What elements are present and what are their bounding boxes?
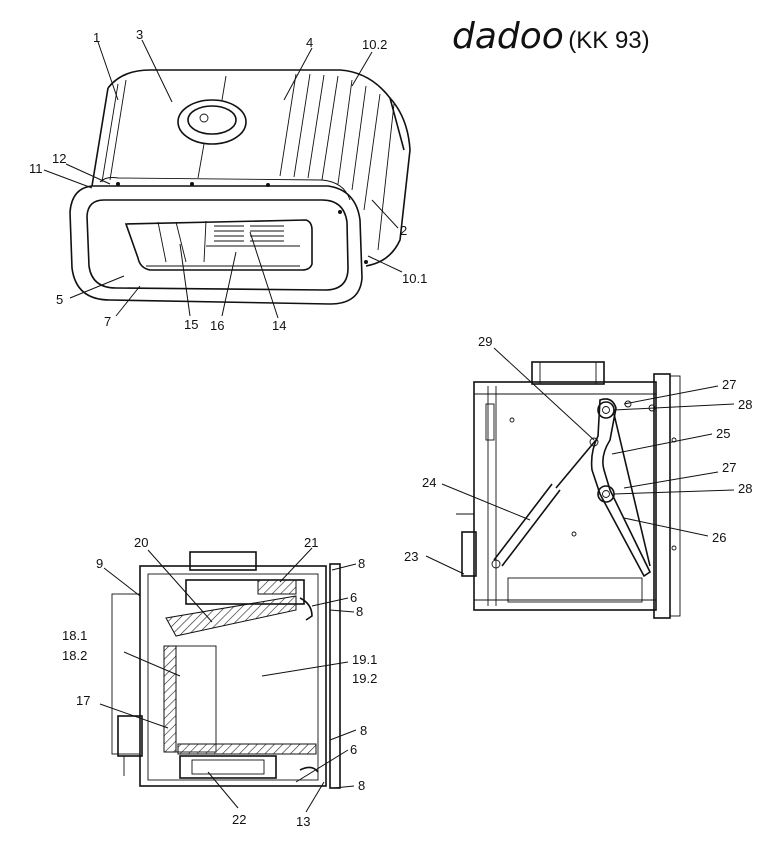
door-hinge-mechanism [590,398,656,578]
part-label: 28 [738,481,752,496]
part-label: 22 [232,812,246,827]
part-label: 8 [358,556,365,571]
side-view-stove [425,347,735,619]
part-label: 3 [136,27,143,42]
part-label: 13 [296,814,310,829]
part-label: 26 [712,530,726,545]
part-label: 10.1 [402,271,427,286]
part-label: 28 [738,397,752,412]
part-label: 10.2 [362,37,387,52]
part-label: 2 [400,223,407,238]
part-label: 29 [478,334,492,349]
model-code: (KK 93) [568,27,650,54]
part-label: 11 [29,161,43,176]
part-label: 15 [184,317,198,332]
part-label: 7 [104,314,111,329]
brand-name: dadoo [452,16,564,57]
section-view-stove [99,547,357,813]
part-label: 19.2 [352,671,377,686]
part-label: 20 [134,535,148,550]
part-label: 27 [722,377,736,392]
part-label: 25 [716,426,730,441]
part-label: 4 [306,35,313,50]
part-label: 8 [356,604,363,619]
part-label: 12 [52,151,66,166]
top-view-stove [43,39,411,319]
diagram-title: dadoo (KK 93) [452,16,650,57]
gas-spring [491,437,599,569]
part-label: 18.2 [62,648,87,663]
labels-section-view: 20 21 9 8 6 8 18.1 18.2 19.1 19.2 17 8 6… [62,535,377,829]
part-label: 18.1 [62,628,87,643]
part-label: 16 [210,318,224,333]
part-label: 1 [93,30,100,45]
part-label: 9 [96,556,103,571]
part-label: 8 [360,723,367,738]
part-label: 21 [304,535,318,550]
part-label: 27 [722,460,736,475]
part-label: 17 [76,693,90,708]
part-label: 23 [404,549,418,564]
part-label: 6 [350,590,357,605]
labels-side-view: 29 27 28 25 27 28 24 26 23 [404,334,752,564]
grille [214,225,284,242]
part-label: 5 [56,292,63,307]
part-label: 19.1 [352,652,377,667]
part-label: 24 [422,475,436,490]
part-label: 14 [272,318,286,333]
labels-top-view: 1 3 4 10.2 12 11 2 10.1 5 7 15 16 14 [29,27,427,333]
part-label: 6 [350,742,357,757]
part-label: 8 [358,778,365,793]
